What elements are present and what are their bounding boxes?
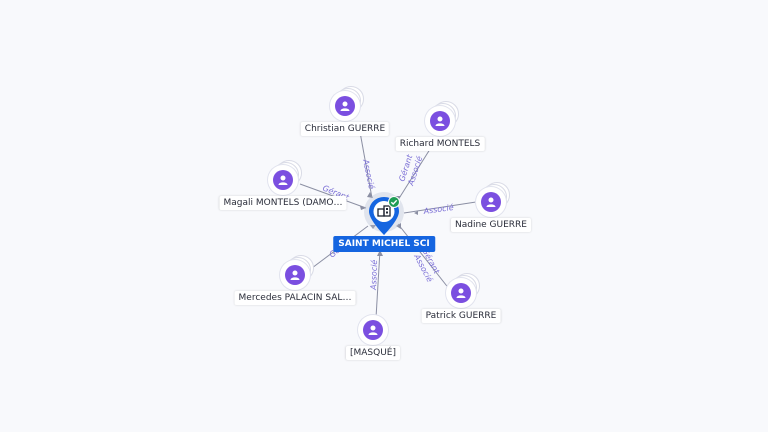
arrow-head — [414, 211, 418, 215]
edge-label-christian: Associé — [361, 157, 377, 190]
node-label-patrick[interactable]: Patrick GUERRE — [421, 309, 501, 323]
edge-richard — [397, 145, 433, 201]
person-icon — [435, 116, 445, 126]
person-icon — [290, 270, 300, 280]
node-label-nadine[interactable]: Nadine GUERRE — [450, 218, 532, 232]
person-icon — [340, 101, 350, 111]
arrow-head — [396, 223, 401, 229]
arrow-head — [367, 192, 373, 198]
person-node-richard[interactable] — [425, 101, 459, 136]
edge-label-nadine: Associé — [422, 202, 454, 216]
person-icon — [456, 288, 466, 298]
person-node-masque[interactable] — [358, 315, 388, 345]
person-node-christian[interactable] — [330, 86, 364, 121]
edge-nadine — [403, 201, 477, 214]
edge-christian — [359, 131, 373, 199]
person-icon — [368, 325, 378, 335]
arrow-head — [370, 225, 376, 229]
edge-patrick — [397, 223, 451, 291]
edge-label-masque: Associé — [368, 259, 379, 291]
person-node-patrick[interactable] — [446, 273, 480, 308]
arrow-head — [377, 250, 383, 256]
edge-masque — [375, 249, 381, 319]
node-label-richard[interactable]: Richard MONTELS — [395, 137, 485, 151]
person-node-nadine[interactable] — [476, 182, 510, 217]
check-badge-icon — [388, 196, 400, 208]
person-node-magali[interactable] — [268, 160, 302, 195]
person-icon — [278, 175, 288, 185]
arrow-head — [360, 206, 366, 210]
node-label-masque[interactable]: [MASQUÉ] — [345, 346, 401, 360]
person-icon — [486, 197, 496, 207]
company-node[interactable] — [364, 192, 404, 236]
company-label[interactable]: SAINT MICHEL SCI — [333, 236, 435, 252]
person-node-mercedes[interactable] — [280, 255, 314, 290]
node-label-christian[interactable]: Christian GUERRE — [300, 122, 390, 136]
node-label-mercedes[interactable]: Mercedes PALACIN SAL… — [234, 291, 356, 305]
node-label-magali[interactable]: Magali MONTELS (DAMO… — [219, 196, 347, 210]
